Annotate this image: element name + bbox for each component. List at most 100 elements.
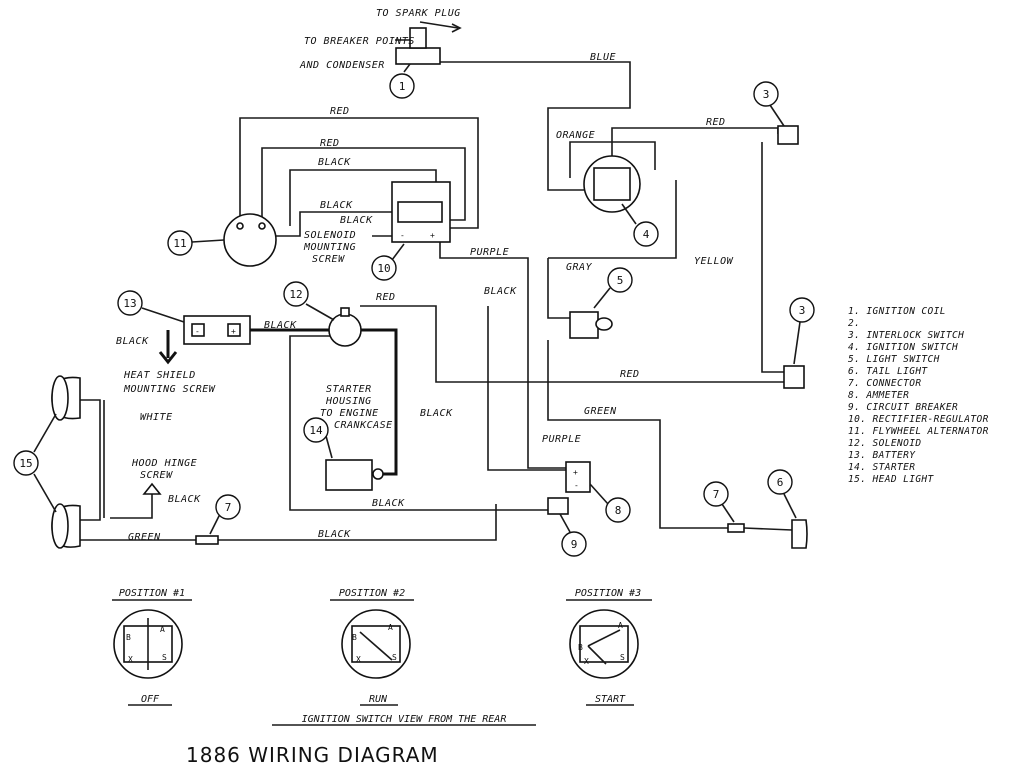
- connector-a: [195, 535, 219, 545]
- ignition-switch-body: [593, 167, 631, 201]
- wire-black-ign: [487, 306, 566, 471]
- flywheel-alternator: [223, 213, 277, 267]
- wire-white: [80, 399, 101, 521]
- callout-11-label: 11: [173, 237, 186, 250]
- components: [51, 27, 808, 549]
- legend-item-14: 14. STARTER: [848, 462, 915, 473]
- label-white: WHITE: [140, 412, 173, 423]
- note-starter-3: TO ENGINE: [320, 408, 379, 419]
- wire-black-ground: [289, 335, 548, 511]
- label-black-bottom: BLACK: [318, 529, 351, 540]
- svg-text:A: A: [388, 623, 393, 632]
- battery-plus-mark: +: [231, 327, 236, 336]
- spark-plug-lead: [419, 21, 459, 29]
- label-black-battery: BLACK: [264, 320, 297, 331]
- light-switch: [569, 311, 599, 339]
- label-red-interlock: RED: [706, 117, 726, 128]
- legend-item-2: 2.: [848, 318, 860, 329]
- wire-black-mount: [272, 211, 398, 237]
- callout-11: [167, 230, 193, 256]
- note-breaker-points: TO BREAKER POINTS: [304, 36, 415, 47]
- label-yellow: YELLOW: [694, 256, 734, 267]
- wire-black-bottom: [218, 504, 497, 541]
- callout-7-right: [703, 481, 729, 507]
- label-green-tail: GREEN: [584, 406, 617, 417]
- regulator-plate: [397, 201, 443, 223]
- wire-orange: [611, 127, 779, 158]
- legend-item-5: 5. LIGHT SWITCH: [848, 354, 940, 365]
- callout-8: [605, 497, 631, 523]
- label-black-mount-b: BLACK: [340, 215, 373, 226]
- callout-7-left: [215, 494, 241, 520]
- svg-text:S: S: [620, 653, 625, 662]
- label-red-outer: RED: [330, 106, 350, 117]
- wire-purple: [439, 240, 566, 469]
- label-red-long: RED: [620, 369, 640, 380]
- svg-text:X: X: [584, 657, 589, 666]
- legend-item-7: 7. CONNECTOR: [848, 378, 921, 389]
- label-black-starter: BLACK: [420, 408, 453, 419]
- starter-motor: [325, 459, 373, 491]
- callout-7-left-label: 7: [225, 501, 232, 514]
- alternator-terminal-b: [258, 222, 266, 230]
- callout-7-right-label: 7: [713, 488, 720, 501]
- switch-position-1: POSITION #1 B A S X OFF: [112, 588, 192, 706]
- label-blue: BLUE: [590, 52, 616, 63]
- switch-position-3: POSITION #3 B A S X START: [566, 588, 652, 706]
- position-3-state: START: [595, 694, 626, 705]
- legend-item-4: 4. IGNITION SWITCH: [848, 342, 958, 353]
- callout-3-lower: [789, 297, 815, 323]
- callout-12-label: 12: [289, 288, 302, 301]
- callout-10: [371, 255, 397, 281]
- note-solenoid-screw-2: MOUNTING: [303, 242, 356, 253]
- label-black-alt: BLACK: [318, 157, 351, 168]
- wire-starter-cable: [360, 328, 398, 476]
- label-gray: GRAY: [566, 262, 593, 273]
- callout-3-lower-label: 3: [799, 304, 806, 317]
- position-3-heading: POSITION #3: [575, 588, 641, 599]
- label-purple-top: PURPLE: [470, 247, 509, 258]
- note-heat-shield-1: HEAT SHIELD: [123, 370, 196, 381]
- battery-neg-terminal: [191, 323, 205, 337]
- position-2-state: RUN: [369, 694, 388, 705]
- solenoid-post: [340, 307, 350, 317]
- legend-item-3: 3. INTERLOCK SWITCH: [847, 330, 964, 341]
- wire-yellow-a: [548, 180, 677, 259]
- headlight-lower-lens: [51, 503, 69, 549]
- tail-light: [791, 519, 808, 549]
- wire-green-tail: [743, 527, 793, 531]
- svg-text:X: X: [356, 655, 361, 664]
- ignition-coil: [395, 47, 441, 65]
- ignition-coil-cap: [409, 27, 427, 49]
- label-black-loop: BLACK: [372, 498, 405, 509]
- wire-labels: TO SPARK PLUG TO BREAKER POINTS AND COND…: [116, 8, 734, 543]
- legend-item-9: 9. CIRCUIT BREAKER: [848, 402, 958, 413]
- callouts: 1 3 3 4 5 6 7 7 8 9 10 11: [13, 63, 815, 557]
- callout-1-label: 1: [399, 80, 406, 93]
- note-starter-4: CRANKCASE: [334, 420, 393, 431]
- note-hood-hinge-1: HOOD HINGE: [131, 458, 197, 469]
- regulator-minus-mark: -: [400, 231, 405, 240]
- legend-item-13: 13. BATTERY: [848, 450, 916, 461]
- svg-text:S: S: [392, 653, 397, 662]
- solenoid: [328, 313, 362, 347]
- callout-5: [607, 267, 633, 293]
- svg-text:B: B: [352, 633, 357, 642]
- wire-blue: [440, 61, 631, 191]
- callout-14-label: 14: [309, 424, 323, 437]
- position-1-heading: POSITION #1: [119, 588, 185, 599]
- note-hood-hinge-2: SCREW: [140, 470, 173, 481]
- callout-8-label: 8: [615, 504, 622, 517]
- starter-terminal: [372, 468, 384, 480]
- label-black-mount-a: BLACK: [320, 200, 353, 211]
- light-switch-knob: [595, 317, 613, 331]
- label-black-ground: BLACK: [116, 336, 149, 347]
- svg-text:B: B: [126, 633, 131, 642]
- regulator-plus-mark: +: [430, 231, 435, 240]
- connector-b: [727, 523, 745, 533]
- switch-positions: POSITION #1 B A S X OFF POSITION #2 B A …: [112, 588, 652, 726]
- note-condenser: AND CONDENSER: [299, 60, 385, 71]
- headlight-upper-lens: [51, 375, 69, 421]
- svg-text:A: A: [160, 625, 165, 634]
- svg-text:A: A: [618, 621, 623, 630]
